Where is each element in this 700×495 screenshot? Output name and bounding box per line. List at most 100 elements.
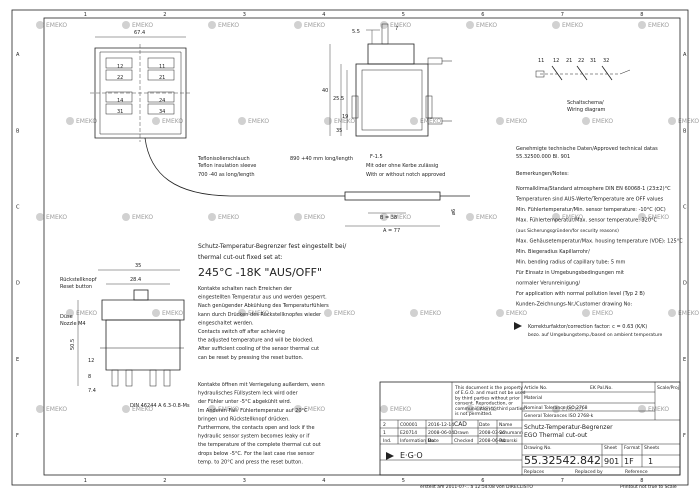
side-view: 5.5 7 40 25.5 19 35 (322, 23, 452, 137)
description-heading: Schutz-Temperatur-Begrenzer fest eingest… (198, 243, 347, 250)
description-line: hydraulic sensor system becomes leaky or… (198, 434, 310, 440)
watermark: EMEKO (66, 309, 97, 317)
watermark-text: EMEKO (76, 310, 97, 317)
watermark-text: EMEKO (678, 310, 699, 317)
wiring-terminal: 32 (603, 58, 609, 64)
row-marker: B (683, 128, 687, 134)
nozzle-label-de: Düse (60, 314, 73, 320)
notch-label-en: With or without notch approved (366, 172, 445, 178)
correction-note: bezo. auf Umgebungstemp./based on ambien… (528, 332, 663, 338)
row-marker: A (16, 52, 20, 58)
watermark-text: EMEKO (592, 118, 613, 125)
watermark: EMEKO (238, 117, 269, 125)
watermark-text: EMEKO (218, 22, 239, 29)
terminal-label: 21 (159, 75, 165, 81)
column-marker: 7 (561, 478, 564, 484)
checked-name: Pozorski (499, 438, 517, 444)
description-line: eingeschaltet werden. (198, 320, 254, 326)
dim-diameter: ø6 (451, 209, 457, 215)
watermark-text: EMEKO (218, 214, 239, 221)
watermark: EMEKO (638, 21, 669, 29)
drawn-name: Schumann (499, 430, 523, 436)
date-head: Date (479, 422, 490, 428)
watermark-text: EMEKO (420, 118, 441, 125)
copyright-line: of E.G.O. and must not be used (455, 390, 526, 396)
terminal-pad (105, 103, 133, 115)
rev-index: 2 (383, 422, 386, 428)
approval-line: Genehmigte technische Daten/Approved tec… (516, 146, 658, 152)
watermark: EMEKO (638, 405, 669, 413)
watermark-text: EMEKO (648, 22, 669, 29)
capillary-section: Teflonisolierschlauch Teflon insulation … (144, 137, 470, 234)
capillary-length: 890 +40 mm long/length (290, 156, 353, 162)
rev-head: Date (428, 438, 439, 444)
note-line: Normalklima/Standard atmosphere DIN EN 6… (516, 186, 671, 192)
watermark-text: EMEKO (592, 310, 613, 317)
sheets-label: Sheets (644, 445, 660, 451)
side-dim: 35 (336, 128, 342, 134)
column-marker: 5 (402, 478, 405, 484)
setpoint: 245°C -18K "AUS/OFF" (198, 266, 322, 279)
watermark-text: EMEKO (390, 406, 411, 413)
description-line: hydraulisches Füllsystem leck wird oder (198, 391, 299, 397)
terminal-label: 12 (117, 64, 123, 70)
footer-scale-note: Printout not true to Scale (620, 484, 677, 490)
top-width-dim: 67.4 (134, 30, 145, 36)
watermark-layer: EMEKO EMEKO EMEKO EMEKO EMEKO EMEKO EMEKO EMEKO… (36, 21, 699, 413)
note-line: Min. Fühlertemperatur/Min. sensor temper… (516, 207, 666, 213)
column-marker: 3 (243, 12, 246, 18)
watermark: EMEKO (122, 405, 153, 413)
terminal-label: 14 (117, 98, 123, 104)
wiring-caption-de: Schaltschema/ (567, 100, 604, 106)
note-line: normaler Verunreinigung/ (516, 281, 580, 287)
side-dim: 25.5 (333, 96, 344, 102)
replaced-label: Replaced by (575, 469, 603, 475)
watermark-text: EMEKO (248, 118, 269, 125)
drawing-no-label: Drawing No. (524, 445, 552, 451)
wiring-terminal: 21 (566, 58, 572, 64)
terminal-label: 31 (117, 109, 123, 115)
tolerance-label: Nominal Tolerance ISO 2768 (524, 405, 588, 411)
rev-date: 2016-12-14 (428, 422, 454, 428)
terminal-pad (147, 69, 175, 81)
sheet-value: 901 (604, 457, 619, 466)
wiring-caption-en: Wiring diagram (567, 107, 606, 113)
bottom-dim: 12 (88, 358, 94, 364)
watermark-text: EMEKO (420, 310, 441, 317)
watermark-text: EMEKO (476, 22, 497, 29)
terminal-pad (147, 57, 175, 69)
watermark-text: EMEKO (678, 118, 699, 125)
watermark: EMEKO (152, 117, 183, 125)
wiring-terminal: 12 (553, 58, 559, 64)
outer-frame (11, 9, 689, 486)
bottom-view: 35 28.4 Rückstellknopf Reset button Düse… (60, 263, 190, 409)
watermark-text: EMEKO (506, 118, 527, 125)
description-line: Furthermore, the contacts open and lock … (198, 425, 315, 431)
rev-date: 2008-06-04 (428, 430, 454, 436)
description-line: drops below -5°C. For the last case rise… (198, 451, 315, 457)
side-dim: 5.5 (352, 29, 360, 35)
din-standard: DIN 46244 A 6.3-0.8-Ms (130, 403, 190, 409)
watermark-text: EMEKO (476, 406, 497, 413)
watermark: EMEKO (294, 21, 325, 29)
description-line: Contacts switch off after achieving (198, 329, 285, 335)
description-line: can be reset by pressing the reset butto… (198, 355, 304, 361)
watermark: EMEKO (66, 117, 97, 125)
inner-frame (43, 17, 681, 476)
watermark: EMEKO (294, 405, 325, 413)
watermark: EMEKO (582, 117, 613, 125)
rev-head: Ind. (383, 438, 391, 444)
watermark-text: EMEKO (46, 214, 67, 221)
rev-head: Information No. (400, 438, 435, 444)
wiring-terminal: 11 (538, 58, 544, 64)
reset-label-en: Reset button (60, 284, 92, 290)
rev-index: 1 (383, 430, 386, 436)
terminal-label: 22 (117, 75, 123, 81)
row-marker: F (683, 433, 686, 439)
watermark-text: EMEKO (162, 310, 183, 317)
watermark-text: EMEKO (562, 406, 583, 413)
sleeve-length: 700 -40 as long/length (198, 172, 255, 178)
material-label: Material (524, 395, 542, 401)
watermark-text: EMEKO (46, 406, 67, 413)
